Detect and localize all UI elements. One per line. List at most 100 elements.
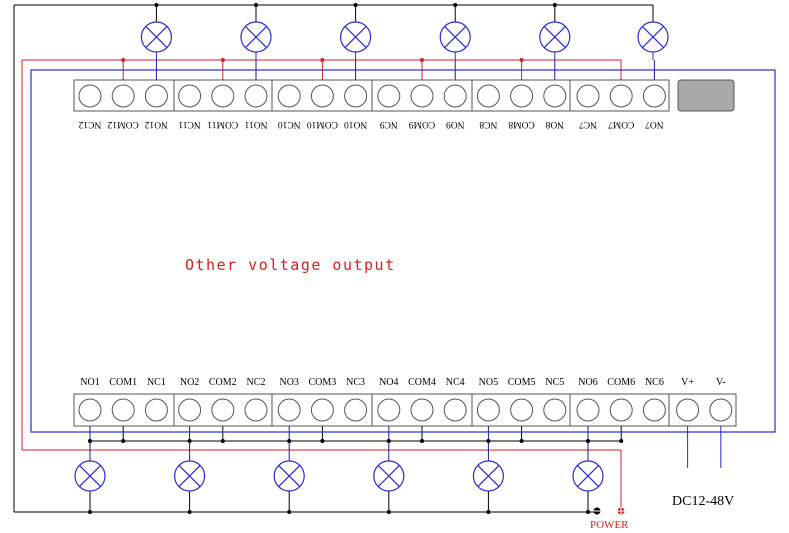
center-label: Other voltage output	[185, 256, 396, 274]
junction-dot	[519, 58, 524, 62]
terminal-screw-no12	[144, 84, 168, 108]
terminal-label-com2: COM2	[209, 377, 237, 388]
junction-dot	[586, 510, 590, 514]
terminal-screw-nc4	[443, 398, 467, 422]
terminal-label-no9: NO9	[446, 119, 465, 129]
terminal-screw-no10	[344, 84, 368, 108]
lamp-cross	[278, 464, 301, 488]
power-minus-terminal	[593, 507, 601, 515]
terminal-label-no11: NO11	[244, 119, 267, 129]
terminal-screw-no7	[642, 84, 666, 108]
junction-dot	[386, 510, 391, 514]
terminal-label-com3: COM3	[309, 377, 337, 388]
junction-dot	[320, 58, 325, 62]
terminal-screw-vminus	[709, 398, 733, 422]
junction-dot	[220, 439, 225, 443]
junction-dots	[88, 3, 625, 515]
lamp-icon	[74, 460, 106, 492]
terminal-screw-com1	[111, 398, 135, 422]
terminal-screw-no8	[543, 84, 567, 108]
terminal-label-vminus: V-	[716, 377, 726, 388]
terminal-screw-nc7	[576, 84, 600, 108]
junction-dot	[320, 439, 325, 443]
terminal-label-no8: NO8	[545, 119, 564, 129]
terminal-label-no7: NO7	[645, 119, 664, 129]
terminal-screw-nc2	[244, 398, 268, 422]
lamp-icon	[637, 21, 669, 53]
lamp-cross	[576, 464, 600, 488]
terminal-screw-nc1	[144, 398, 168, 422]
terminal-label-nc6: NC6	[645, 377, 664, 388]
junction-dot	[154, 3, 159, 7]
terminal-screw-nc11	[178, 84, 202, 108]
junction-dot	[552, 3, 557, 7]
terminal-label-com11: COM11	[207, 119, 238, 129]
lamp-cross	[543, 25, 566, 49]
terminal-screw-nc8	[476, 84, 500, 108]
terminal-screw-com12	[111, 84, 135, 108]
lamp-icon	[572, 460, 604, 492]
lamp-cross	[145, 25, 168, 49]
lamp-icon	[472, 460, 504, 492]
junction-dot	[187, 510, 192, 514]
lamp-icon	[340, 21, 372, 53]
lamp-icon	[273, 460, 305, 492]
terminal-screw-no4	[377, 398, 401, 422]
lamp-cross	[641, 25, 665, 49]
junction-dot	[353, 3, 358, 7]
terminal-screw-com4	[410, 398, 434, 422]
junction-dot	[254, 3, 258, 7]
supply-voltage-label: DC12-48V	[672, 494, 734, 509]
terminal-label-no4: NO4	[379, 377, 398, 388]
terminal-label-nc10: NC10	[278, 119, 301, 129]
terminal-label-no2: NO2	[180, 377, 199, 388]
lamp-icon	[539, 21, 571, 53]
terminal-label-nc3: NC3	[346, 377, 365, 388]
lamp-icon	[174, 460, 206, 492]
terminal-label-nc9: NC9	[380, 119, 398, 129]
terminal-label-com8: COM8	[508, 119, 535, 129]
junction-dot	[88, 510, 92, 514]
terminal-screw-com5	[510, 398, 534, 422]
bottom-block-frame	[73, 393, 737, 427]
terminal-label-nc2: NC2	[247, 377, 266, 388]
lamp-cross	[477, 464, 500, 488]
terminal-label-nc11: NC11	[178, 119, 201, 129]
power-plus-terminal	[617, 507, 625, 515]
terminal-label-no1: NO1	[80, 377, 99, 388]
lamp-cross	[178, 464, 201, 488]
junction-dot	[386, 439, 391, 443]
lamp-cross	[444, 25, 467, 49]
junction-dot	[220, 58, 225, 62]
terminal-screw-com8	[510, 84, 534, 108]
display-window	[677, 79, 735, 112]
terminal-label-com10: COM10	[307, 119, 338, 129]
lamp-cross	[244, 25, 268, 49]
board-outline	[30, 69, 776, 433]
terminal-label-nc1: NC1	[147, 377, 166, 388]
bottom-terminal-block	[73, 393, 737, 427]
terminal-label-no5: NO5	[479, 377, 498, 388]
terminal-label-nc4: NC4	[446, 377, 465, 388]
lamp-layer	[74, 21, 669, 492]
terminal-label-vplus: V+	[681, 377, 694, 388]
junction-dot	[453, 3, 458, 7]
top-terminal-block	[73, 79, 670, 112]
terminal-screw-com7	[609, 84, 633, 108]
terminal-screw-com3	[310, 398, 334, 422]
terminal-screw-com9	[410, 84, 434, 108]
terminal-screw-no2	[178, 398, 202, 422]
terminal-screw-nc6	[642, 398, 666, 422]
junction-dot	[519, 439, 524, 443]
terminal-label-nc8: NC8	[479, 119, 497, 129]
terminal-screw-vplus	[676, 398, 700, 422]
terminal-screw-no5	[476, 398, 500, 422]
terminal-screw-no11	[244, 84, 268, 108]
junction-dot	[619, 439, 624, 443]
terminal-label-no12: NO12	[145, 119, 168, 129]
junction-dot	[486, 439, 491, 443]
lamp-cross	[344, 25, 367, 49]
terminal-screw-com6	[609, 398, 633, 422]
